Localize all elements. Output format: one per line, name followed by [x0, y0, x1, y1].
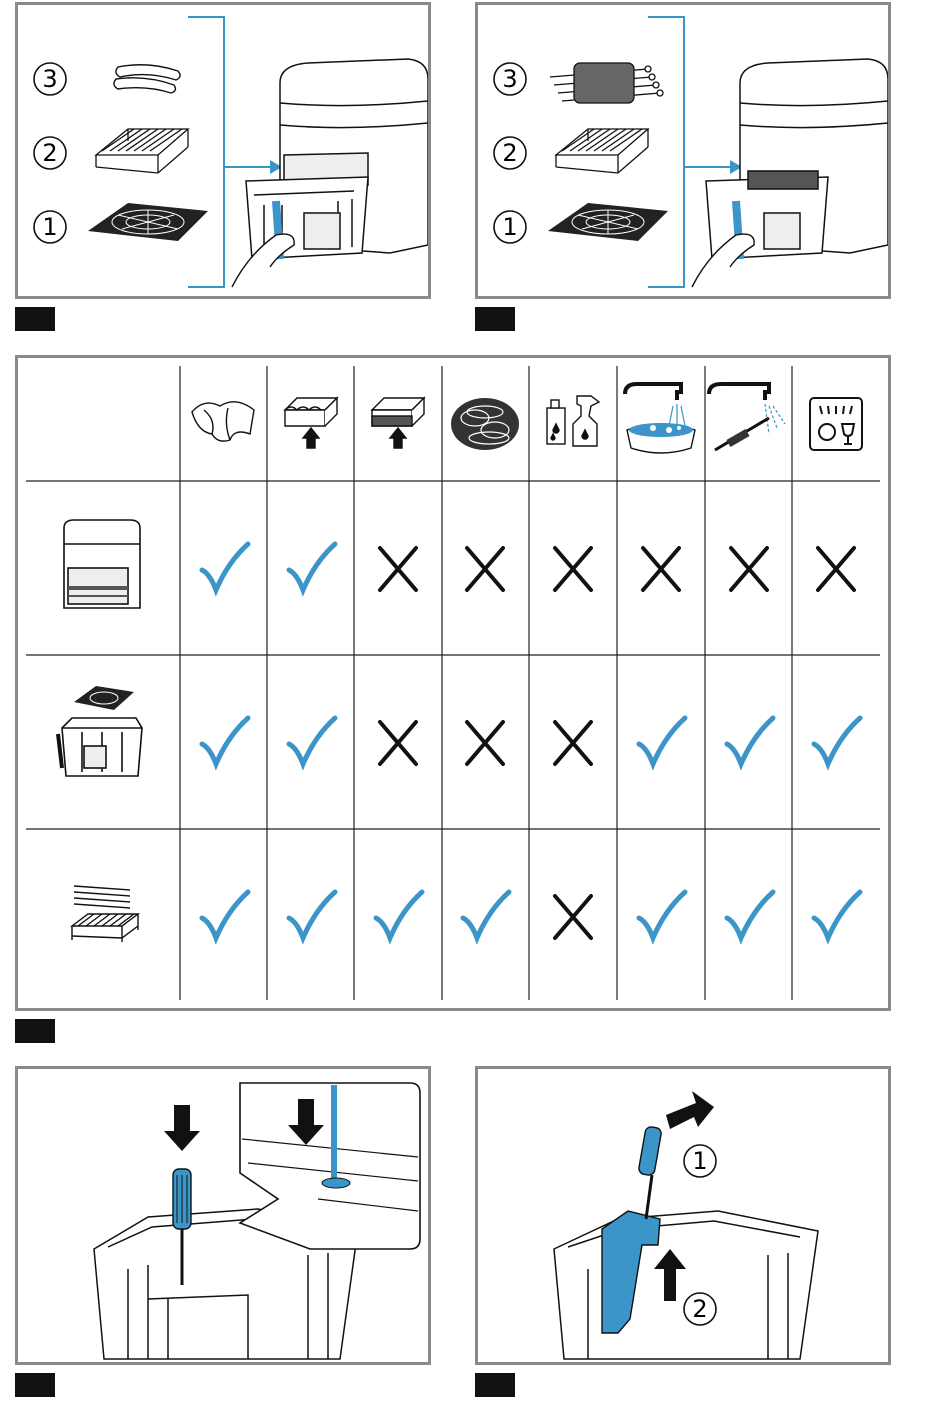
svg-text:1: 1 — [692, 1147, 707, 1175]
check-mark-icon — [814, 718, 860, 764]
cleaning-table — [18, 358, 888, 1008]
check-mark-icon — [202, 544, 248, 590]
table-grid — [26, 366, 880, 1000]
svg-text:1: 1 — [502, 213, 517, 241]
screwdriver-icon — [638, 1126, 662, 1219]
figure-5-tag — [475, 1373, 515, 1397]
marks-layer — [202, 544, 860, 938]
check-mark-icon — [727, 892, 773, 938]
crisper-plate-icon — [548, 203, 668, 241]
figure-4-panel — [15, 1066, 431, 1365]
check-mark-icon — [376, 892, 422, 938]
up-right-arrow-icon — [666, 1091, 714, 1129]
step-3-marker: 3 — [494, 63, 526, 95]
step-2-marker: 2 — [494, 137, 526, 169]
cross-mark-icon — [467, 548, 503, 590]
check-mark-icon — [289, 544, 335, 590]
cross-mark-icon — [643, 548, 679, 590]
check-mark-icon — [814, 892, 860, 938]
cross-mark-icon — [380, 548, 416, 590]
check-mark-icon — [639, 718, 685, 764]
brush-under-tap-icon — [709, 384, 785, 450]
soft-sponge-icon — [285, 398, 337, 448]
figure-4-tag — [15, 1373, 55, 1397]
crisper-plate-icon — [88, 203, 208, 241]
wire-rack-icon — [96, 129, 188, 173]
step-3-label: 3 — [42, 65, 57, 93]
step-2-marker: 2 — [684, 1293, 716, 1325]
check-mark-icon — [639, 892, 685, 938]
soak-in-water-icon — [625, 384, 695, 453]
figure-5-illustration: 1 2 — [478, 1069, 888, 1362]
check-mark-icon — [202, 892, 248, 938]
step-2-marker: 2 — [34, 137, 66, 169]
air-fryer-icon — [232, 59, 428, 287]
figure-5-panel: 1 2 — [475, 1066, 891, 1365]
steel-wool-icon — [451, 398, 519, 450]
figure-2-panel: 3 2 1 — [475, 2, 891, 299]
check-mark-icon — [463, 892, 509, 938]
check-mark-icon — [289, 718, 335, 764]
figure-3-tag — [15, 1019, 55, 1043]
sausages-icon — [114, 65, 180, 93]
figure-1-panel: 3 2 1 — [15, 2, 431, 299]
figure-1-tag — [15, 307, 55, 331]
air-fryer-icon — [692, 59, 888, 287]
cross-mark-icon — [731, 548, 767, 590]
detail-inset — [240, 1083, 420, 1249]
figure-4-illustration — [18, 1069, 428, 1362]
figure-2-tag — [475, 307, 515, 331]
cleaning-table-panel — [15, 355, 891, 1011]
figure-1-illustration: 3 2 1 — [18, 5, 428, 296]
cross-mark-icon — [818, 548, 854, 590]
down-arrow-icon — [164, 1105, 200, 1151]
figure-2-illustration: 3 2 1 — [478, 5, 888, 296]
hard-sponge-icon — [372, 398, 424, 448]
step-1-marker: 1 — [684, 1145, 716, 1177]
cross-mark-icon — [555, 548, 591, 590]
step-3-marker: 3 — [34, 63, 66, 95]
svg-text:2: 2 — [502, 139, 517, 167]
cross-mark-icon — [555, 896, 591, 938]
cross-mark-icon — [555, 722, 591, 764]
chemical-cleaner-icon — [547, 396, 599, 446]
dishwasher-icon — [810, 398, 862, 450]
step-1-marker: 1 — [34, 211, 66, 243]
wire-rack-icon — [556, 129, 648, 173]
svg-text:2: 2 — [42, 139, 57, 167]
step-1-marker: 1 — [494, 211, 526, 243]
cross-mark-icon — [380, 722, 416, 764]
svg-text:1: 1 — [42, 213, 57, 241]
basket-and-crisper-plate-icon — [58, 686, 142, 776]
svg-text:2: 2 — [692, 1295, 707, 1323]
svg-text:3: 3 — [502, 65, 517, 93]
check-mark-icon — [289, 892, 335, 938]
cross-mark-icon — [467, 722, 503, 764]
cloth-icon — [192, 402, 254, 441]
check-mark-icon — [727, 718, 773, 764]
skewers-and-rack-icon — [72, 886, 138, 942]
check-mark-icon — [202, 718, 248, 764]
basket-icon — [554, 1211, 818, 1359]
appliance-housing-icon — [64, 520, 140, 608]
skewers-icon — [550, 63, 663, 103]
